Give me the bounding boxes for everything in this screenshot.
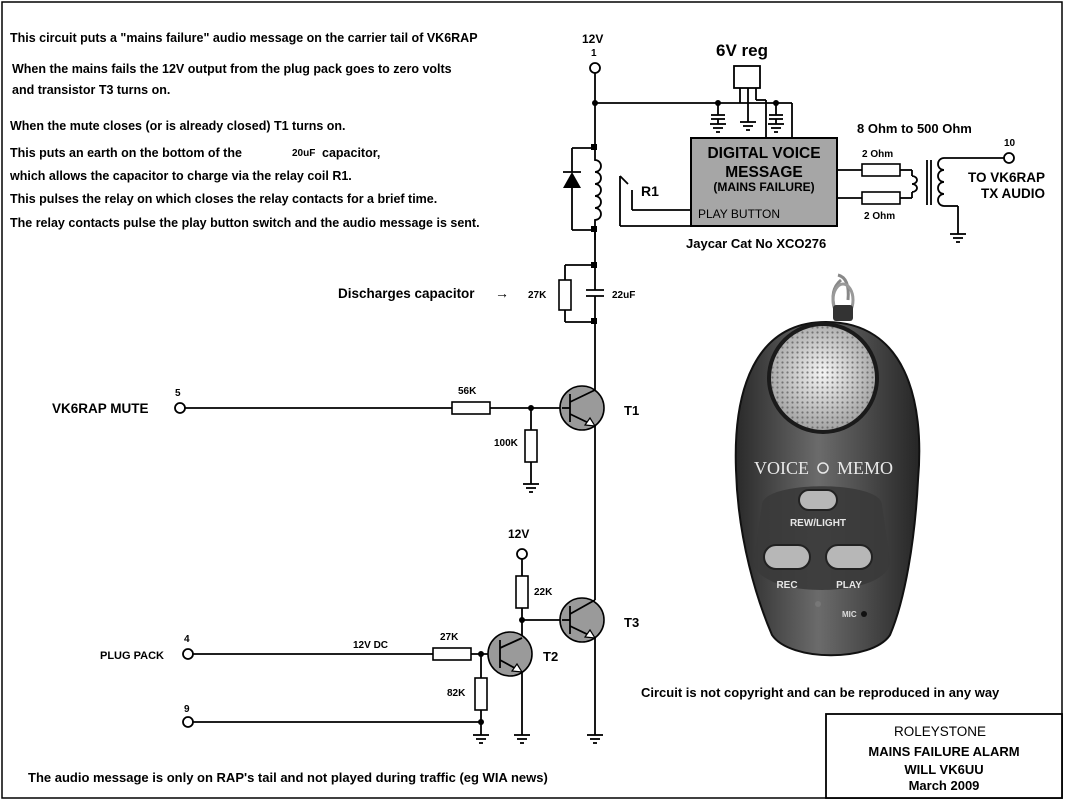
stage3-supply-terminal	[516, 548, 528, 560]
timing-capacitor-value: 22uF	[612, 290, 635, 301]
supply-pin-1: 1	[591, 48, 597, 59]
photo-rew-label: REW/LIGHT	[790, 518, 846, 529]
pullup-resistor-value: 22K	[534, 587, 553, 598]
node-marker	[591, 226, 597, 232]
plugpack-terminal	[182, 648, 194, 660]
t2-series-resistor	[432, 647, 472, 661]
regulator-box	[733, 65, 761, 89]
ground-symbol	[768, 123, 784, 133]
title-block	[825, 713, 1063, 799]
output-resistor-top	[861, 163, 901, 177]
note-line-5: This puts an earth on the bottom of the	[10, 146, 242, 160]
mute-label: VK6RAP MUTE	[52, 401, 149, 416]
tx-audio-label: TO VK6RAP	[968, 170, 1045, 185]
note-line-4: When the mute closes (or is already clos…	[10, 119, 346, 133]
discharge-resistor	[558, 279, 572, 311]
ground-symbol	[740, 121, 756, 131]
t1-label: T1	[624, 403, 639, 418]
output-resistor-bottom-value: 2 Ohm	[864, 211, 895, 222]
discharge-resistor-value: 27K	[528, 290, 547, 301]
voice-module-subtitle: (MAINS FAILURE)	[713, 180, 814, 194]
audio-transformer	[911, 157, 945, 207]
tx-audio-pin: 10	[1004, 138, 1016, 149]
t2-shunt-resistor	[474, 677, 488, 711]
transistor-t1	[559, 385, 605, 431]
ground-pin: 9	[184, 704, 190, 715]
discharge-arrow-icon: →	[495, 285, 509, 301]
title-author: WILL VK6UU	[904, 762, 983, 777]
relay-coil	[594, 148, 602, 240]
ground-terminal	[182, 716, 194, 728]
voice-memo-device-photo: VOICE MEMO REW/LIGHT REC PLAY MIC	[734, 273, 921, 657]
flyback-diode	[563, 147, 595, 231]
transistor-t2	[487, 631, 533, 677]
stage3-supply-label: 12V	[508, 527, 529, 541]
junction-dot	[478, 719, 484, 725]
note-line-3: and transistor T3 turns on.	[12, 83, 170, 97]
voice-module-title-2: MESSAGE	[725, 164, 803, 181]
voice-module-box	[690, 137, 838, 227]
supply-12v-label: 12V	[582, 32, 603, 46]
note-line-8: The relay contacts pulse the play button…	[10, 216, 480, 230]
plugpack-voltage: 12V DC	[353, 640, 388, 651]
mute-terminal	[174, 402, 186, 414]
plugpack-pin: 4	[184, 634, 190, 645]
voice-module-title: DIGITAL VOICE	[707, 145, 820, 162]
t2-label: T2	[543, 649, 558, 664]
pullup-resistor	[515, 575, 529, 609]
ground-symbol	[950, 233, 966, 243]
supply-terminal	[589, 62, 601, 74]
title-name: MAINS FAILURE ALARM	[868, 744, 1019, 759]
ground-symbol	[473, 734, 489, 744]
ground-symbol	[514, 734, 530, 744]
note-line-7: This pulses the relay on which closes th…	[10, 192, 437, 206]
tx-audio-terminal	[1003, 152, 1015, 164]
play-button-label: PLAY BUTTON	[698, 207, 780, 221]
module-part-number: Jaycar Cat No XCO276	[686, 236, 826, 251]
plugpack-label: PLUG PACK	[100, 650, 164, 662]
node-marker	[591, 144, 597, 150]
photo-rec-label: REC	[776, 580, 797, 591]
photo-brand: VOICE	[754, 458, 809, 478]
discharge-label: Discharges capacitor	[338, 286, 475, 301]
ground-symbol	[587, 734, 603, 744]
t2-series-resistor-value: 27K	[440, 632, 459, 643]
transistor-t3	[559, 597, 605, 643]
note-line-5b: capacitor,	[322, 146, 380, 160]
note-line-2: When the mains fails the 12V output from…	[12, 62, 452, 76]
output-resistor-top-value: 2 Ohm	[862, 149, 893, 160]
mute-pin: 5	[175, 388, 181, 399]
tx-audio-label-2: TX AUDIO	[981, 186, 1045, 201]
note-line-1: This circuit puts a "mains failure" audi…	[10, 31, 478, 45]
mute-shunt-resistor	[524, 429, 538, 463]
ground-symbol	[523, 483, 539, 493]
copyright-note: Circuit is not copyright and can be repr…	[641, 685, 1000, 700]
description-notes: This circuit puts a "mains failure" audi…	[9, 31, 480, 230]
note-line-6: which allows the capacitor to charge via…	[9, 169, 352, 183]
ground-symbol	[710, 123, 726, 133]
transformer-label: 8 Ohm to 500 Ohm	[857, 121, 972, 136]
photo-play-label: PLAY	[836, 580, 862, 591]
photo-brand-2: MEMO	[837, 458, 893, 478]
decoupling-capacitor-2	[769, 103, 783, 124]
t3-label: T3	[624, 615, 639, 630]
t2-shunt-resistor-value: 82K	[447, 688, 466, 699]
footer-note: The audio message is only on RAP's tail …	[28, 770, 548, 785]
relay-contact-tip	[619, 175, 629, 185]
node-marker	[591, 318, 597, 324]
note-cap-value: 20uF	[292, 148, 315, 159]
decoupling-capacitor-1	[711, 103, 725, 124]
photo-mic-label: MIC	[842, 610, 857, 619]
mute-series-resistor-value: 56K	[458, 386, 477, 397]
mute-series-resistor	[451, 401, 491, 415]
title-date: March 2009	[909, 778, 980, 793]
output-resistor-bottom	[861, 191, 901, 205]
regulator-label: 6V reg	[716, 41, 768, 60]
title-location: ROLEYSTONE	[894, 724, 986, 739]
relay-label: R1	[641, 183, 659, 199]
mute-shunt-resistor-value: 100K	[494, 438, 519, 449]
